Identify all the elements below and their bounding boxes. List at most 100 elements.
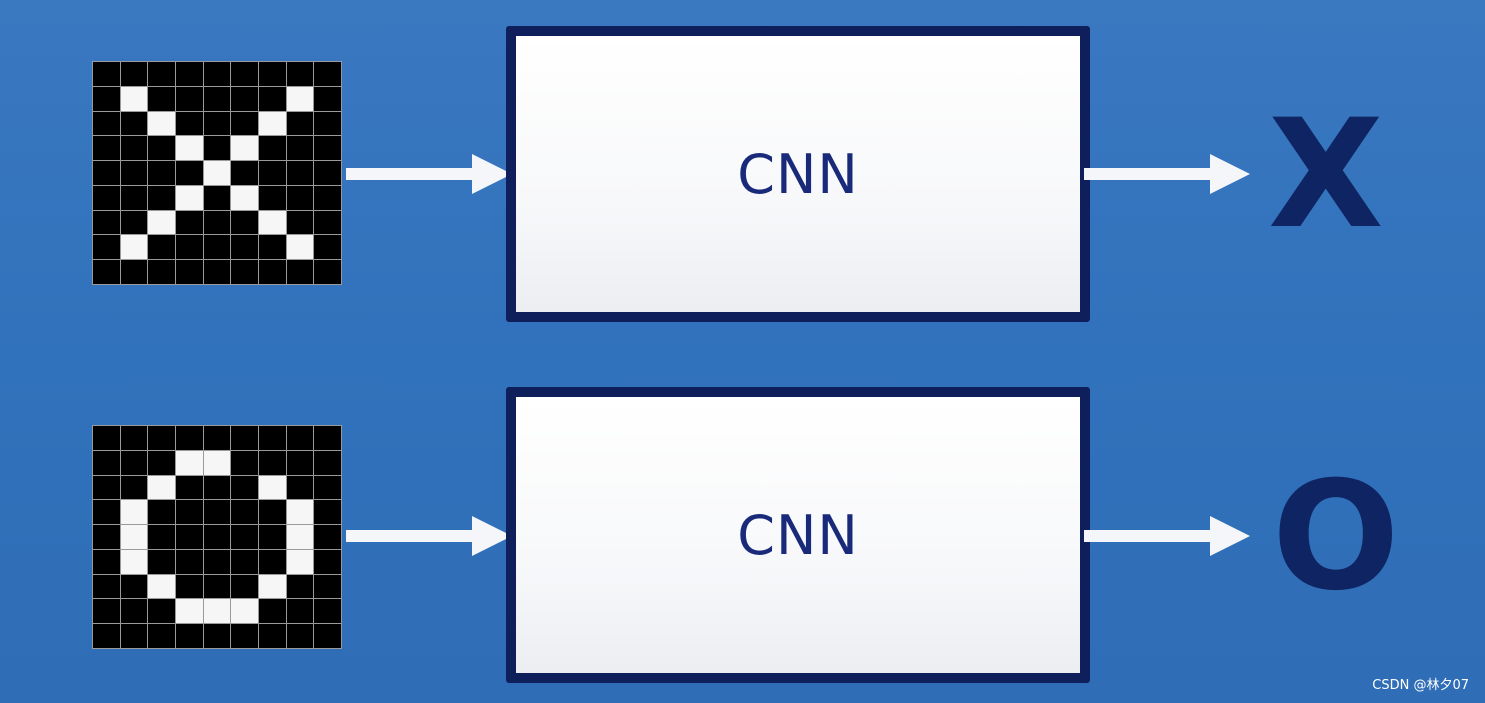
pixel-cell: [286, 111, 314, 136]
pixel-cell: [231, 111, 258, 136]
pixel-cell: [258, 475, 286, 500]
pixel-cell: [203, 111, 231, 136]
pixel-cell: [314, 185, 341, 210]
pixel-cell: [314, 525, 341, 549]
pixel-cell: [314, 260, 341, 284]
pixel-cell: [203, 161, 231, 185]
pixel-cell: [203, 599, 231, 624]
pixel-cell: [175, 260, 203, 284]
pixel-cell: [258, 111, 286, 136]
pixel-cell: [120, 525, 148, 549]
pixel-cell: [148, 549, 175, 574]
pixel-cell: [231, 260, 258, 284]
pixel-cell: [314, 62, 341, 86]
pixel-cell: [203, 235, 231, 260]
pixel-cell: [175, 111, 203, 136]
pixel-cell: [203, 549, 231, 574]
pixel-cell: [231, 549, 258, 574]
pixel-cell: [258, 426, 286, 450]
pixel-cell: [231, 210, 258, 235]
pixel-cell: [231, 86, 258, 111]
pixel-cell: [258, 210, 286, 235]
pixel-cell: [175, 624, 203, 648]
pixel-cell: [314, 161, 341, 185]
output-label-x: X: [1268, 88, 1384, 262]
pixel-cell: [175, 426, 203, 450]
output-label-o: O: [1272, 450, 1400, 624]
pixel-cell: [286, 62, 314, 86]
pixel-cell: [314, 86, 341, 111]
pixel-cell: [231, 136, 258, 161]
cnn-label-1: CNN: [737, 142, 859, 206]
pixel-cell: [286, 475, 314, 500]
pixel-cell: [93, 86, 120, 111]
pixel-cell: [148, 136, 175, 161]
pixel-cell: [93, 136, 120, 161]
pixel-cell: [203, 450, 231, 475]
pixel-cell: [175, 185, 203, 210]
pixel-cell: [175, 574, 203, 599]
pixel-cell: [93, 185, 120, 210]
pixel-cell: [120, 185, 148, 210]
pixel-cell: [93, 624, 120, 648]
pixel-cell: [120, 574, 148, 599]
pixel-cell: [203, 574, 231, 599]
pixel-cell: [314, 111, 341, 136]
pixel-cell: [314, 210, 341, 235]
pixel-cell: [93, 525, 120, 549]
pixel-cell: [175, 210, 203, 235]
pixel-cell: [203, 624, 231, 648]
pixel-cell: [120, 260, 148, 284]
pixel-cell: [148, 111, 175, 136]
pixel-cell: [231, 450, 258, 475]
pixel-cell: [93, 426, 120, 450]
pixel-cell: [231, 475, 258, 500]
pixel-cell: [203, 136, 231, 161]
pixel-cell: [148, 260, 175, 284]
pixel-cell: [314, 235, 341, 260]
pixel-cell: [93, 599, 120, 624]
pixel-cell: [148, 450, 175, 475]
pixel-cell: [286, 624, 314, 648]
pixel-cell: [286, 260, 314, 284]
pixel-cell: [286, 599, 314, 624]
pixel-cell: [148, 235, 175, 260]
pixel-cell: [314, 450, 341, 475]
pixel-cell: [314, 475, 341, 500]
pixel-cell: [231, 426, 258, 450]
pixel-cell: [120, 624, 148, 648]
pixel-cell: [203, 500, 231, 525]
pixel-cell: [258, 235, 286, 260]
pixel-cell: [93, 450, 120, 475]
pixel-cell: [120, 161, 148, 185]
pixel-cell: [175, 161, 203, 185]
pixel-cell: [258, 599, 286, 624]
pixel-cell: [120, 210, 148, 235]
pixel-cell: [148, 525, 175, 549]
pixel-cell: [231, 599, 258, 624]
pixel-cell: [120, 500, 148, 525]
pixel-cell: [175, 549, 203, 574]
pixel-cell: [314, 426, 341, 450]
pixel-cell: [93, 161, 120, 185]
pixel-cell: [314, 574, 341, 599]
pixel-cell: [231, 62, 258, 86]
pixel-cell: [231, 624, 258, 648]
pixel-cell: [148, 500, 175, 525]
pixel-cell: [258, 62, 286, 86]
pixel-cell: [148, 574, 175, 599]
pixel-cell: [120, 235, 148, 260]
pixel-cell: [258, 260, 286, 284]
pixel-cell: [314, 624, 341, 648]
pixel-cell: [120, 62, 148, 86]
pixel-cell: [286, 161, 314, 185]
input-image-x-grid: [92, 61, 342, 285]
pixel-cell: [286, 500, 314, 525]
pixel-cell: [93, 260, 120, 284]
pixel-cell: [120, 475, 148, 500]
pixel-cell: [203, 260, 231, 284]
pixel-cell: [93, 235, 120, 260]
pixel-cell: [120, 450, 148, 475]
pixel-cell: [148, 624, 175, 648]
cnn-box-2: CNN: [506, 387, 1090, 683]
